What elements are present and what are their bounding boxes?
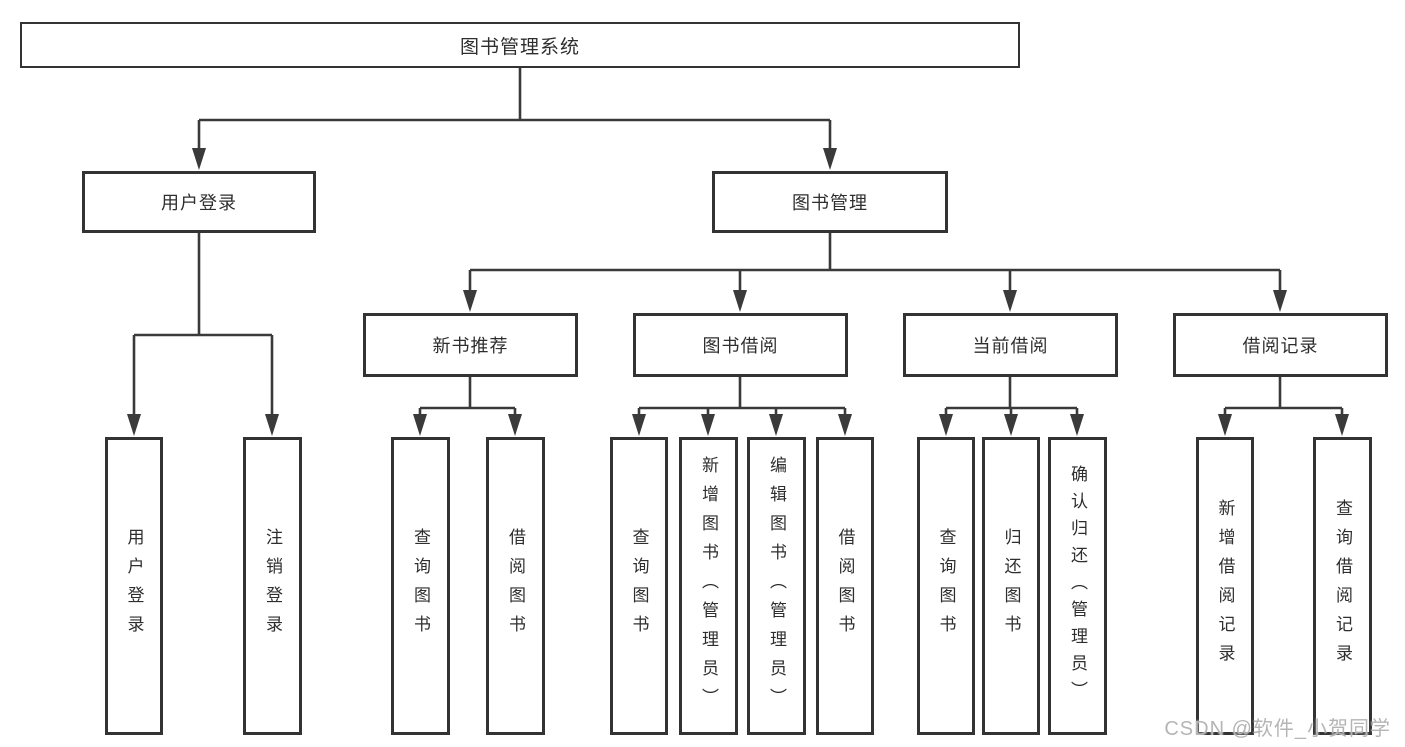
leaf-user-login: 用户登录 [105,437,163,735]
arrowhead [1070,414,1084,436]
arrowhead [823,148,837,170]
node-label: 借阅图书 [835,528,855,644]
leaf-borrow-books-2: 借阅图书 [816,437,874,735]
node-label: 查询图书 [629,528,649,644]
arrowhead [769,414,783,436]
leaf-query-books-3: 查询图书 [917,437,975,735]
node-label: 新增图书（管理员） [699,455,718,717]
leaf-edit-book-admin: 编辑图书（管理员） [747,437,806,735]
connector-bookborrow-to-leaves [637,377,847,416]
connector-userlogin-to-leaves [132,233,274,416]
node-current-borrow: 当前借阅 [903,313,1118,377]
node-book-management: 图书管理 [712,171,948,233]
arrowhead [265,414,279,436]
arrowhead [939,414,953,436]
arrowhead [1335,414,1349,436]
arrowhead [413,414,427,436]
node-label: 新书推荐 [432,336,509,356]
node-label: 图书借阅 [702,336,779,356]
node-library-management-system: 图书管理系统 [20,22,1020,68]
arrowhead [508,414,522,436]
node-label: 图书管理系统 [459,36,580,58]
node-label: 查询图书 [411,528,430,644]
leaf-borrow-books-1: 借阅图书 [486,437,545,735]
node-label: 编辑图书（管理员） [767,455,786,717]
node-label: 用户登录 [124,528,144,644]
node-label: 借阅图书 [506,528,525,644]
arrowhead [632,414,646,436]
arrowhead [192,148,206,170]
node-label: 归还图书 [1001,528,1021,644]
connector-root-to-level2 [197,68,832,150]
arrowhead [838,414,852,436]
leaf-logout: 注销登录 [243,437,302,735]
leaf-query-borrow-record: 查询借阅记录 [1313,437,1372,735]
node-label: 图书管理 [792,193,868,213]
arrowhead [701,414,715,436]
node-label: 查询图书 [936,528,956,644]
arrowhead [1003,290,1017,312]
node-user-login: 用户登录 [82,171,316,233]
leaf-add-borrow-record: 新增借阅记录 [1196,437,1254,735]
leaf-confirm-return-admin: 确认归还（管理员） [1048,437,1107,735]
node-borrow-record: 借阅记录 [1173,313,1388,377]
arrowhead [127,414,141,436]
leaf-add-book-admin: 新增图书（管理员） [679,437,738,735]
arrowhead [463,290,477,312]
arrowhead [1273,290,1287,312]
node-label: 确认归还（管理员） [1068,464,1087,708]
leaf-query-books-1: 查询图书 [391,437,450,735]
arrowhead [1004,414,1018,436]
connector-newbook-to-leaves [418,377,517,416]
leaf-query-books-2: 查询图书 [610,437,668,735]
arrowhead [733,290,747,312]
node-label: 借阅记录 [1242,336,1319,356]
node-label: 当前借阅 [972,336,1049,356]
node-label: 新增借阅记录 [1215,499,1235,673]
connector-currentborrow-to-leaves [944,377,1079,416]
leaf-return-book: 归还图书 [982,437,1040,735]
connector-bookmgmt-to-level3 [468,233,1282,292]
node-new-book-recommend: 新书推荐 [363,313,578,377]
node-label: 查询借阅记录 [1333,499,1352,673]
connector-borrowrecord-to-leaves [1223,377,1344,416]
node-book-borrow: 图书借阅 [633,313,848,377]
node-label: 用户登录 [161,193,237,213]
node-label: 注销登录 [263,528,282,644]
arrowhead [1218,414,1232,436]
